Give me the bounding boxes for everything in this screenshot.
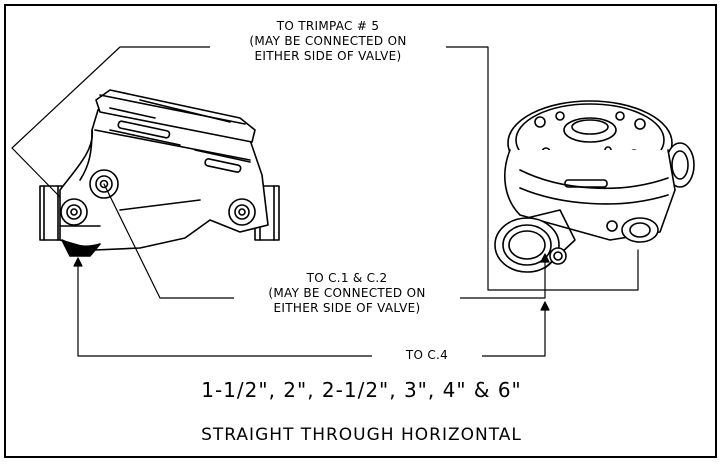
orientation-caption: STRAIGHT THROUGH HORIZONTAL — [201, 425, 522, 445]
right-valve — [494, 100, 695, 273]
trimpac-label-line1: TO TRIMPAC # 5 — [276, 19, 380, 33]
c1-c2-label-line2: (MAY BE CONNECTED ON — [268, 286, 426, 300]
trimpac-label: TO TRIMPAC # 5 (MAY BE CONNECTED ON EITH… — [210, 19, 446, 64]
c1-c2-label-line1: TO C.1 & C.2 — [306, 271, 388, 285]
trimpac-label-line3: EITHER SIDE OF VALVE) — [254, 49, 402, 63]
c4-label: TO C.4 — [372, 348, 482, 363]
drawing-border — [4, 4, 717, 458]
leader-lines — [11, 46, 639, 357]
trimpac-label-line2: (MAY BE CONNECTED ON — [249, 34, 407, 48]
c1-c2-label: TO C.1 & C.2 (MAY BE CONNECTED ON EITHER… — [234, 271, 460, 316]
left-valve — [39, 89, 280, 257]
size-caption: 1-1/2", 2", 2-1/2", 3", 4" & 6" — [201, 378, 522, 402]
c1-c2-label-line3: EITHER SIDE OF VALVE) — [273, 301, 421, 315]
